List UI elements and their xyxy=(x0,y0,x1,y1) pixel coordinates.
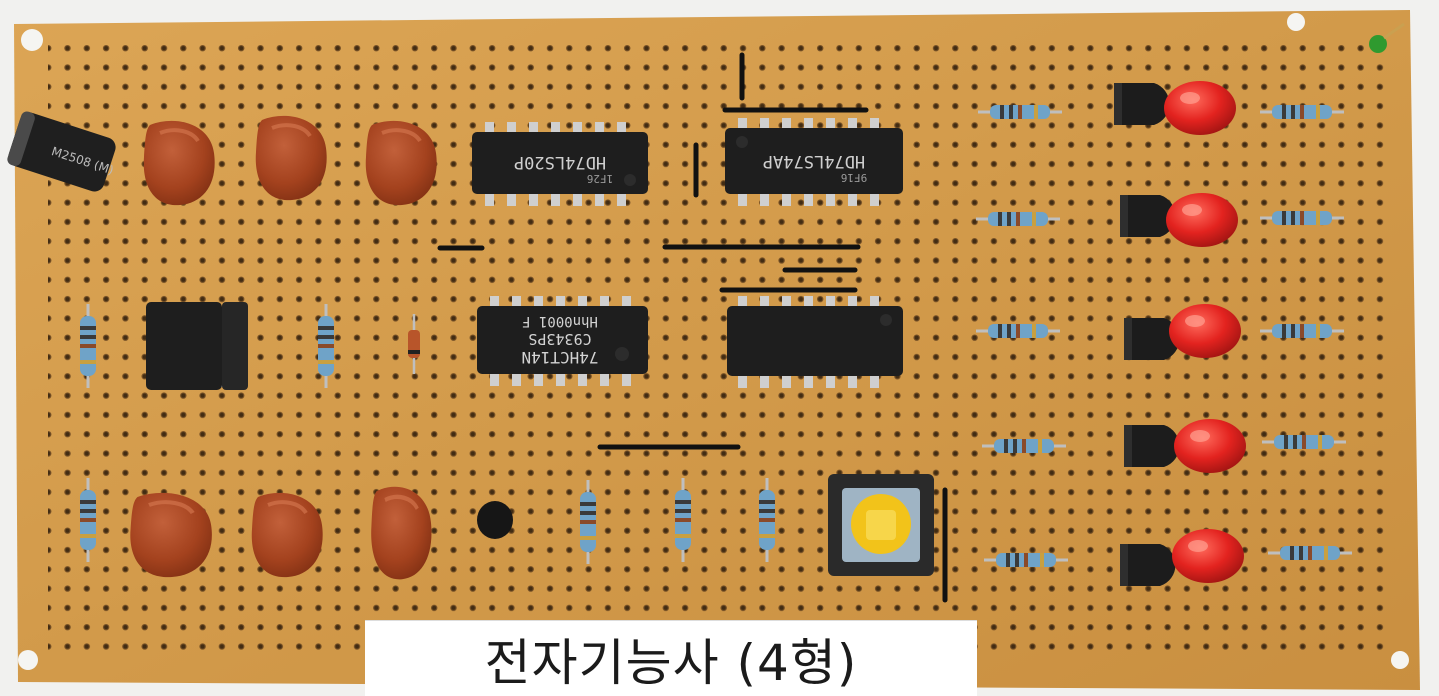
caption-label: 전자기능사 (4형) xyxy=(365,620,977,696)
svg-text:HD74LS20P: HD74LS20P xyxy=(514,152,606,172)
ceramic-capacitor xyxy=(253,113,329,203)
transistor xyxy=(1124,425,1180,467)
svg-text:74HCT14N: 74HCT14N xyxy=(521,348,598,367)
ic-dip14 xyxy=(727,296,903,388)
red-led xyxy=(1166,193,1238,247)
capacitor-small xyxy=(477,501,513,539)
test-point xyxy=(1369,35,1387,53)
ic-hd74ls20p: HD74LS20P 1F26 xyxy=(472,122,648,206)
push-switch xyxy=(828,474,934,576)
red-led xyxy=(1174,419,1246,473)
ceramic-capacitor xyxy=(130,493,212,577)
transistor xyxy=(1120,544,1176,586)
caption-text: 전자기능사 (4형) xyxy=(484,633,858,692)
svg-text:9F16: 9F16 xyxy=(841,171,868,184)
ceramic-capacitor xyxy=(371,487,431,580)
ceramic-capacitor xyxy=(363,118,439,208)
svg-text:Hhn0001 F: Hhn0001 F xyxy=(522,313,598,329)
svg-text:1F26: 1F26 xyxy=(587,172,614,185)
red-led xyxy=(1169,304,1241,358)
svg-text:HD74LS74AP: HD74LS74AP xyxy=(763,151,865,171)
red-led xyxy=(1164,81,1236,135)
svg-text:C9343PS: C9343PS xyxy=(528,330,591,348)
diode xyxy=(408,314,420,374)
ic-dip8 xyxy=(146,302,248,390)
electrolytic-capacitor: M2508 (M) xyxy=(7,111,116,192)
ceramic-capacitor xyxy=(141,118,217,208)
ceramic-capacitor xyxy=(249,490,325,580)
ic-74hct14n: 74HCT14N C9343PS Hhn0001 F xyxy=(477,296,648,386)
ic-hd74ls74ap: HD74LS74AP 9F16 xyxy=(725,118,903,206)
transistor xyxy=(1114,83,1170,125)
red-led xyxy=(1172,529,1244,583)
